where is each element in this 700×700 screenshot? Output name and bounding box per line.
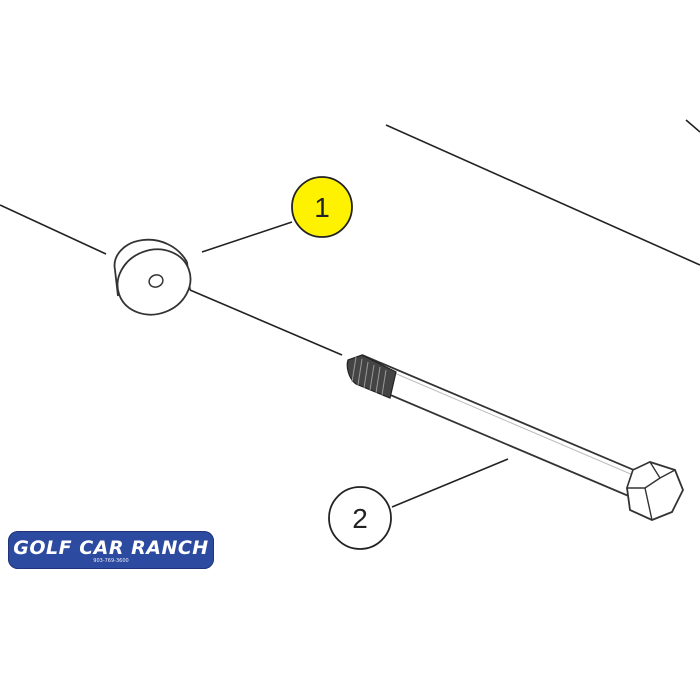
spacer-washer (112, 224, 194, 316)
golf-car-ranch-logo: GOLF CAR RANCH 903-769-3600 (8, 531, 214, 569)
frame-line-corner (685, 119, 700, 133)
hex-bolt (346, 354, 684, 521)
centerline-left (0, 204, 107, 255)
callout-1-bubble (291, 176, 353, 238)
centerline-mid (189, 289, 343, 356)
bolt-thread (346, 354, 397, 399)
spacer-hole (148, 274, 164, 288)
frame-line-top-right (385, 124, 700, 266)
callout-2-leader (391, 458, 509, 508)
callout-2-bubble (328, 486, 392, 550)
callout-1-label: 1 (314, 192, 330, 223)
callout-2-label: 2 (352, 503, 368, 534)
callout-1-leader (201, 221, 293, 253)
logo-phone: 903-769-3600 (93, 557, 129, 564)
logo-title: GOLF CAR RANCH (13, 536, 209, 559)
callout-1: 1 (291, 176, 353, 238)
bolt-hex-head (626, 461, 684, 521)
callout-2: 2 (328, 486, 392, 550)
